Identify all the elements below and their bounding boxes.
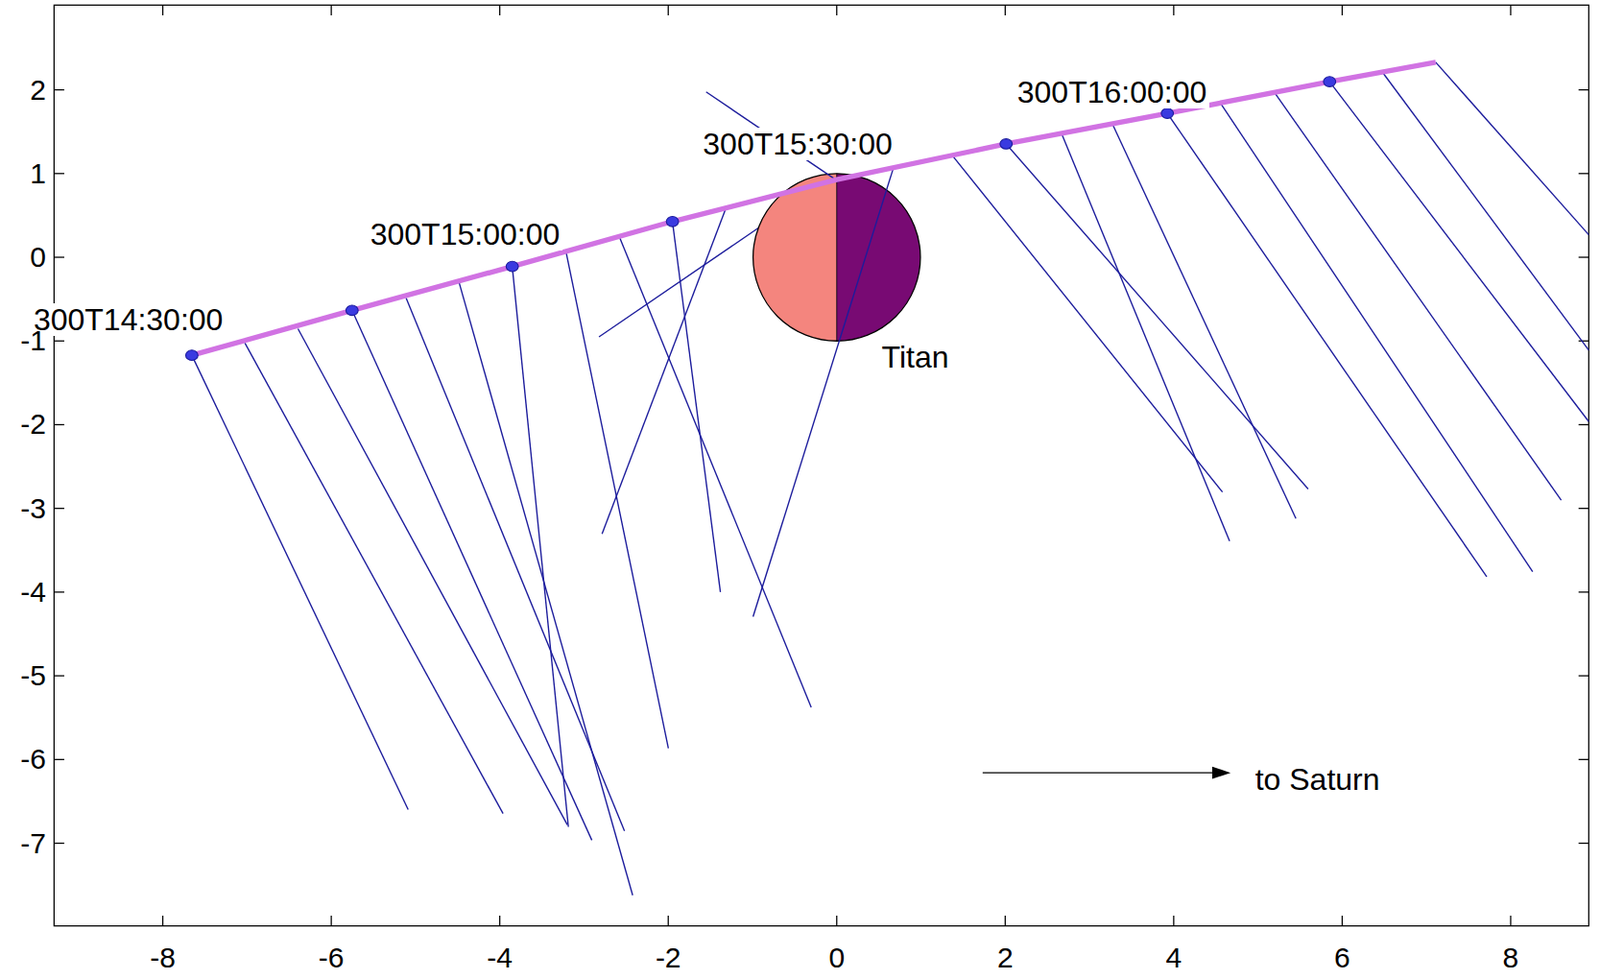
x-tick-label: 4: [1166, 943, 1183, 973]
line-stroke: [1578, 89, 1590, 91]
line-stroke: [1112, 123, 1296, 520]
time-dot: [505, 261, 519, 272]
line-stroke: [1435, 62, 1589, 236]
time-markers: [185, 76, 1336, 361]
line-stroke: [53, 591, 65, 593]
line-stroke: [1509, 4, 1511, 16]
y-tick-label: -5: [20, 661, 47, 691]
ray-lines-over-titan: [706, 92, 895, 618]
line-stroke: [1578, 424, 1590, 426]
axis-ticks: [53, 4, 1589, 926]
line-stroke: [53, 172, 65, 174]
line-stroke: [566, 253, 669, 749]
time-dot: [666, 215, 679, 227]
line-stroke: [1341, 4, 1343, 16]
x-tick-label: 0: [828, 943, 845, 973]
y-tick-label: -6: [20, 744, 47, 774]
x-tick-label: 6: [1334, 943, 1351, 973]
line-stroke: [835, 915, 837, 927]
saturn-arrow: [982, 766, 1231, 780]
line-stroke: [330, 915, 332, 927]
line-stroke: [499, 915, 501, 927]
line-stroke: [53, 424, 65, 426]
line-stroke: [330, 4, 332, 16]
line-stroke: [1578, 674, 1590, 676]
line-stroke: [952, 155, 1223, 493]
time-label: 300T15:30:00: [699, 127, 896, 161]
line-stroke: [458, 283, 633, 896]
y-tick-label: -1: [20, 326, 47, 356]
line-stroke: [835, 4, 837, 16]
x-tick-label: 8: [1503, 943, 1520, 973]
line-stroke: [162, 4, 164, 16]
line-stroke: [753, 166, 895, 617]
line-stroke: [1172, 4, 1174, 16]
y-tick-label: 1: [29, 159, 47, 189]
direction-label: to Saturn: [1255, 764, 1381, 795]
axes-frame: [53, 4, 1589, 926]
line-stroke: [1341, 915, 1343, 927]
line-stroke: [1004, 4, 1006, 16]
line-stroke: [53, 507, 65, 509]
ray-lines: [191, 62, 1589, 896]
y-tick-label: -2: [20, 409, 47, 439]
x-tick-label: -2: [655, 943, 682, 973]
line-stroke: [512, 266, 569, 828]
line-stroke: [53, 340, 65, 342]
body-label: Titan: [882, 341, 950, 373]
line-stroke: [1383, 72, 1590, 351]
x-tick-label: 2: [997, 943, 1014, 973]
line-stroke: [1004, 915, 1006, 927]
y-tick-label: -3: [20, 494, 47, 524]
time-dot: [345, 305, 359, 316]
line-stroke: [53, 759, 65, 761]
time-label: 300T16:00:00: [1014, 75, 1211, 109]
line-stroke: [1509, 915, 1511, 927]
y-tick-label: 2: [29, 75, 47, 105]
line-stroke: [1578, 172, 1590, 174]
line-stroke: [1220, 102, 1533, 572]
line-stroke: [1578, 507, 1590, 509]
x-tick-label: -6: [318, 943, 345, 973]
line-stroke: [672, 221, 721, 593]
line-stroke: [53, 674, 65, 676]
line-stroke: [1167, 113, 1487, 577]
line-stroke: [668, 915, 669, 927]
time-dot: [1161, 108, 1174, 120]
time-dot: [1000, 139, 1013, 150]
line-stroke: [352, 310, 593, 840]
line-stroke: [1578, 759, 1590, 761]
line-stroke: [53, 256, 65, 258]
line-stroke: [1578, 340, 1590, 342]
line-stroke: [1578, 842, 1590, 844]
line-stroke: [244, 342, 503, 813]
line-stroke: [53, 89, 65, 91]
y-tick-label: 0: [29, 242, 47, 272]
line-stroke: [1578, 591, 1590, 593]
time-label: 300T14:30:00: [30, 303, 227, 336]
line-stroke: [1172, 915, 1174, 927]
time-label: 300T15:00:00: [367, 217, 564, 251]
y-tick-label: -4: [20, 577, 47, 607]
y-tick-label: -7: [20, 829, 47, 859]
line-stroke: [53, 842, 65, 844]
x-tick-label: -8: [149, 943, 176, 973]
line-stroke: [297, 328, 568, 825]
line-stroke: [601, 209, 726, 534]
line-stroke: [1005, 143, 1309, 489]
line-stroke: [162, 915, 164, 927]
line-stroke: [499, 4, 501, 16]
line-stroke: [668, 4, 669, 16]
line-stroke: [1329, 81, 1589, 422]
titan-disk: [753, 173, 921, 341]
time-dot: [185, 350, 198, 361]
time-dot: [1323, 76, 1337, 88]
spacecraft-trajectory: [191, 62, 1436, 356]
line-stroke: [1578, 256, 1590, 258]
x-tick-label: -4: [486, 943, 513, 973]
